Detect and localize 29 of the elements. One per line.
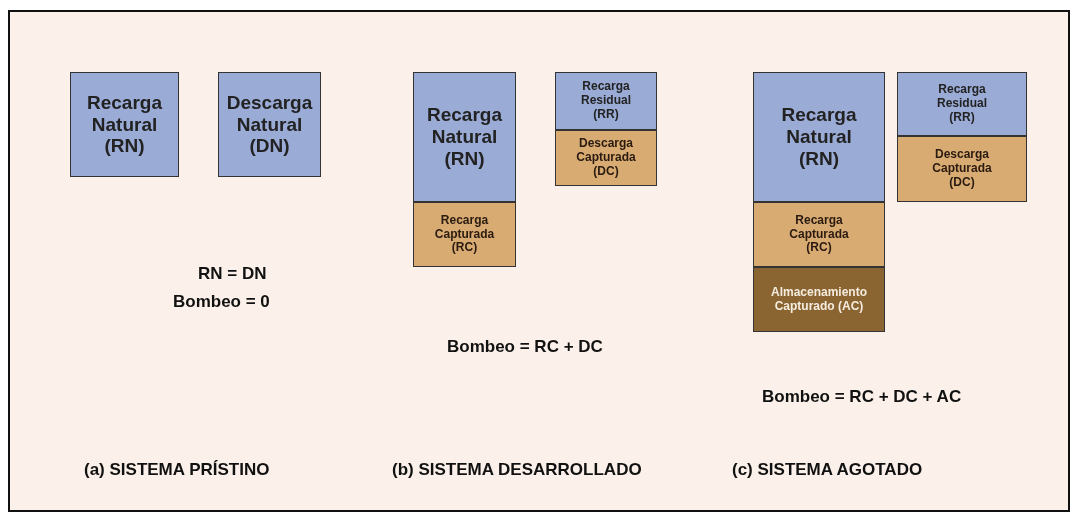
panel-caption: (b) SISTEMA DESARROLLADO (392, 460, 642, 480)
equation: RN = DN (198, 264, 267, 284)
block-label: Recarga Capturada (RC) (789, 213, 849, 256)
block-label: Recarga Natural (RN) (781, 104, 857, 170)
natural-block (70, 72, 179, 177)
block-label: Descarga Natural (DN) (226, 91, 313, 158)
block-label: Descarga Capturada (DC) (576, 137, 636, 179)
captured-block (897, 136, 1027, 202)
equation: Bombeo = 0 (173, 292, 270, 312)
natural-block (218, 72, 321, 177)
block-label: Recarga Residual (RR) (937, 83, 987, 125)
equation: Bombeo = RC + DC (447, 337, 603, 357)
block-label: Recarga Natural (RN) (87, 91, 162, 158)
panel-caption: (c) SISTEMA AGOTADO (732, 460, 923, 480)
captured-block (555, 130, 657, 186)
storage-block (753, 267, 885, 332)
captured-block (413, 202, 516, 267)
block-label: Recarga Capturada (RC) (434, 213, 495, 256)
equation: Bombeo = RC + DC + AC (762, 387, 962, 407)
panel-caption: (a) SISTEMA PRÍSTINO (84, 460, 270, 480)
captured-block (753, 202, 885, 267)
block-label: Almacenamiento Capturado (AC) (771, 285, 867, 314)
natural-block (753, 72, 885, 202)
block-label: Recarga Natural (RN) (427, 104, 502, 170)
block-label: Descarga Capturada (DC) (932, 148, 992, 190)
natural-block (555, 72, 657, 130)
block-label: Recarga Residual (RR) (581, 80, 631, 122)
natural-block (897, 72, 1027, 136)
natural-block (413, 72, 516, 202)
